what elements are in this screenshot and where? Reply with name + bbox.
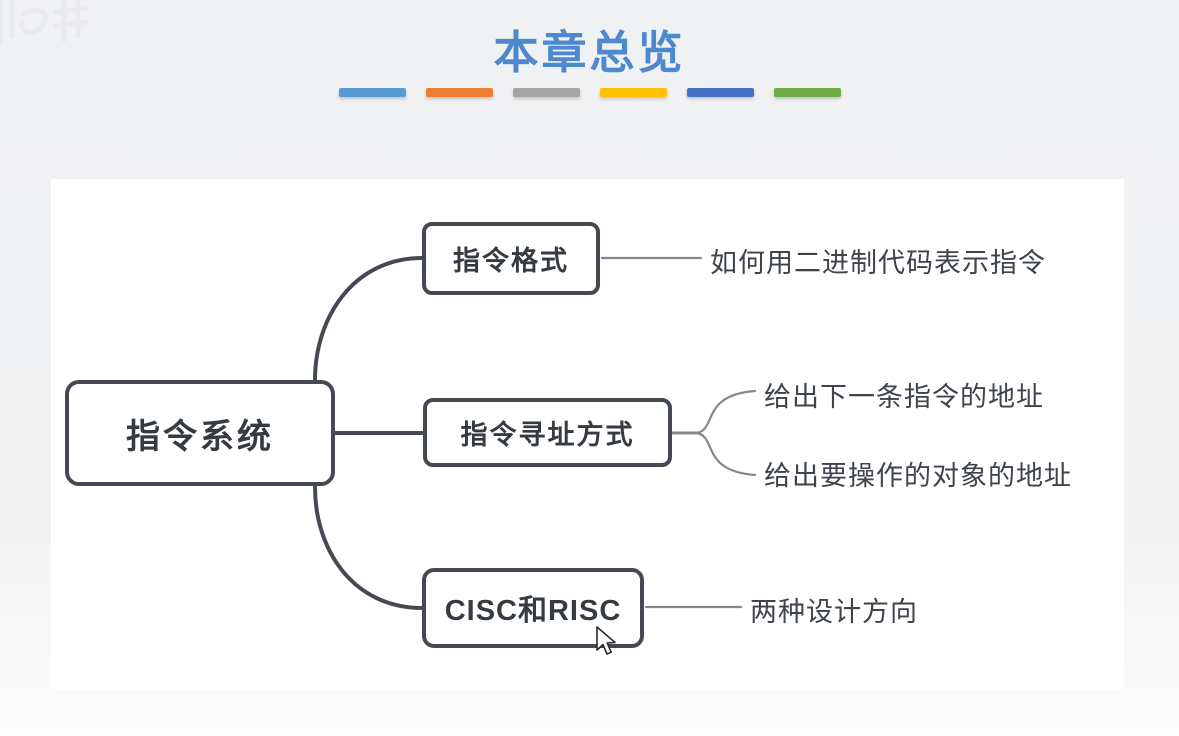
note-two-design-directions: 两种设计方向 [750, 597, 918, 627]
note-operand-address: 给出要操作的对象的地址 [764, 461, 1072, 491]
node-label: CISC和RISC [444, 595, 622, 627]
divider-dash [338, 88, 406, 97]
root-node-label: 指令系统 [126, 417, 274, 456]
mindmap-node-addressing-mode: 指令寻址方式 [423, 398, 672, 467]
divider-dash [425, 88, 493, 97]
note-next-instruction-address: 给出下一条指令的地址 [764, 382, 1044, 412]
divider-dash [512, 88, 580, 97]
mindmap-panel: 指令系统 指令格式 指令寻址方式 CISC和RISC 如何用二进制代码表示指令 … [51, 179, 1124, 690]
page-title: 本章总览 [493, 28, 686, 78]
node-label: 指令寻址方式 [460, 420, 635, 450]
link-root-to-cisc [313, 485, 424, 610]
connector-lines [313, 256, 757, 610]
link-addressing-to-note-top [695, 389, 757, 435]
divider-dash [599, 88, 667, 97]
arrow-cursor [596, 626, 616, 655]
link-root-to-format [313, 256, 424, 382]
divider-dashes [0, 88, 1179, 97]
divider-dash [773, 88, 841, 97]
link-addressing-to-note-bottom [695, 431, 757, 477]
note-binary-representation: 如何用二进制代码表示指令 [710, 248, 1046, 278]
mindmap-root-node: 指令系统 [65, 380, 335, 486]
divider-dash [686, 88, 754, 97]
node-label: 指令格式 [453, 246, 569, 276]
mindmap-node-instruction-format: 指令格式 [422, 222, 600, 295]
